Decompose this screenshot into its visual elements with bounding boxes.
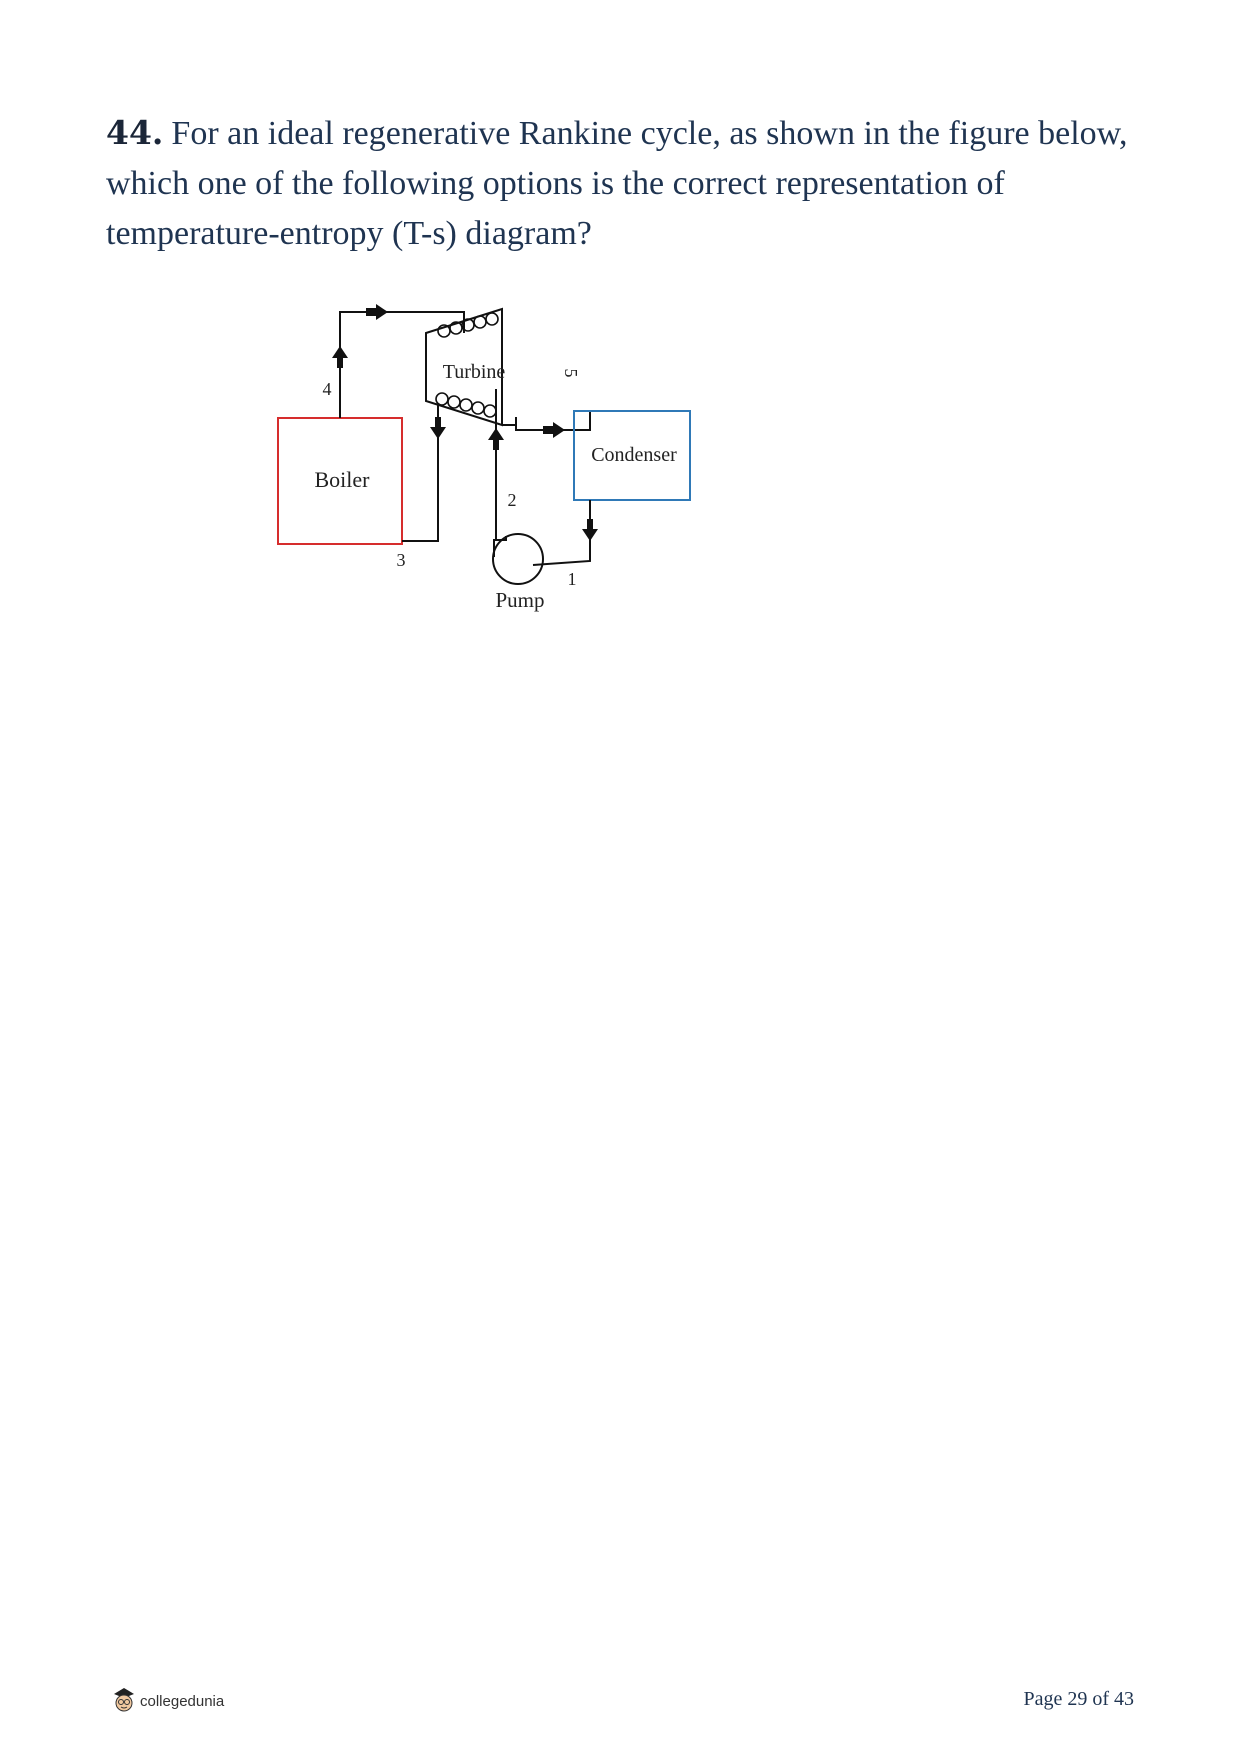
state-3-label: 3 (397, 550, 406, 570)
flow-arrow-up-4 (332, 346, 348, 368)
footer-logo: collegedunia (112, 1686, 224, 1716)
mascot-logo-icon (114, 1688, 134, 1712)
condenser-label: Condenser (591, 444, 677, 466)
flow-arrow-right-top (366, 304, 388, 320)
turbine-coils-top (437, 312, 499, 338)
turbine-label: Turbine (443, 361, 506, 383)
state-4-label: 4 (323, 379, 332, 399)
question-number: 44. (106, 113, 164, 152)
rankine-cycle-diagram: Boiler 4 Turbine 3 5 Condenser (277, 304, 691, 612)
state-2-label: 2 (508, 490, 517, 510)
pipe-condenser-to-pump (532, 500, 591, 566)
flow-arrow-up-2 (488, 428, 504, 450)
state-1-label: 1 (568, 569, 577, 589)
question-text: 44.For an ideal regenerative Rankine cyc… (106, 108, 1146, 259)
flow-arrow-down-1 (582, 519, 598, 541)
page-number: Page 29 of 43 (1023, 1688, 1134, 1710)
boiler-label: Boiler (315, 467, 371, 492)
condenser-box (573, 410, 691, 501)
question-body: For an ideal regenerative Rankine cycle,… (106, 115, 1128, 252)
pump-outlet (493, 536, 507, 557)
pump-body (492, 533, 544, 585)
state-5-label: 5 (561, 369, 581, 378)
flow-arrow-down-extraction (430, 417, 446, 439)
flow-arrow-right-5 (543, 422, 565, 438)
footer-brand: collegedunia (140, 1692, 225, 1710)
pump-label: Pump (495, 588, 544, 612)
rankine-cycle-figure: Boiler 4 Turbine 3 5 Condenser (270, 285, 790, 705)
pipe-extraction-to-boiler (402, 404, 439, 542)
